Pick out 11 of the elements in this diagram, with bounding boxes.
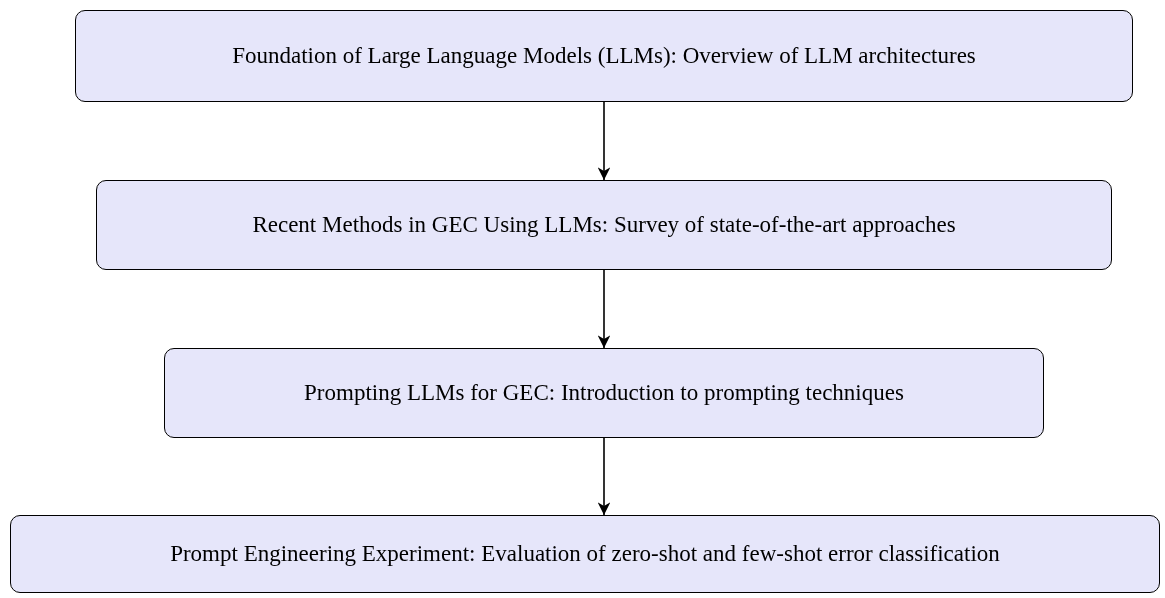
box-label: Prompting LLMs for GEC: Introduction to prompting techniques xyxy=(303,380,905,406)
box-label: Prompt Engineering Experiment: Evaluation of zero-shot and few-shot error classification xyxy=(169,541,1001,567)
process-box xyxy=(75,10,1133,102)
process-box xyxy=(96,180,1112,270)
arrow xyxy=(597,437,611,516)
box-label: Foundation of Large Language Models (LLMs): Overview of LLM architectures xyxy=(231,43,977,69)
process-box xyxy=(164,348,1044,438)
process-box xyxy=(10,515,1160,593)
box-label: Recent Methods in GEC Using LLMs: Survey of state-of-the-art approaches xyxy=(251,212,957,238)
arrow xyxy=(597,101,611,181)
arrow xyxy=(597,269,611,349)
